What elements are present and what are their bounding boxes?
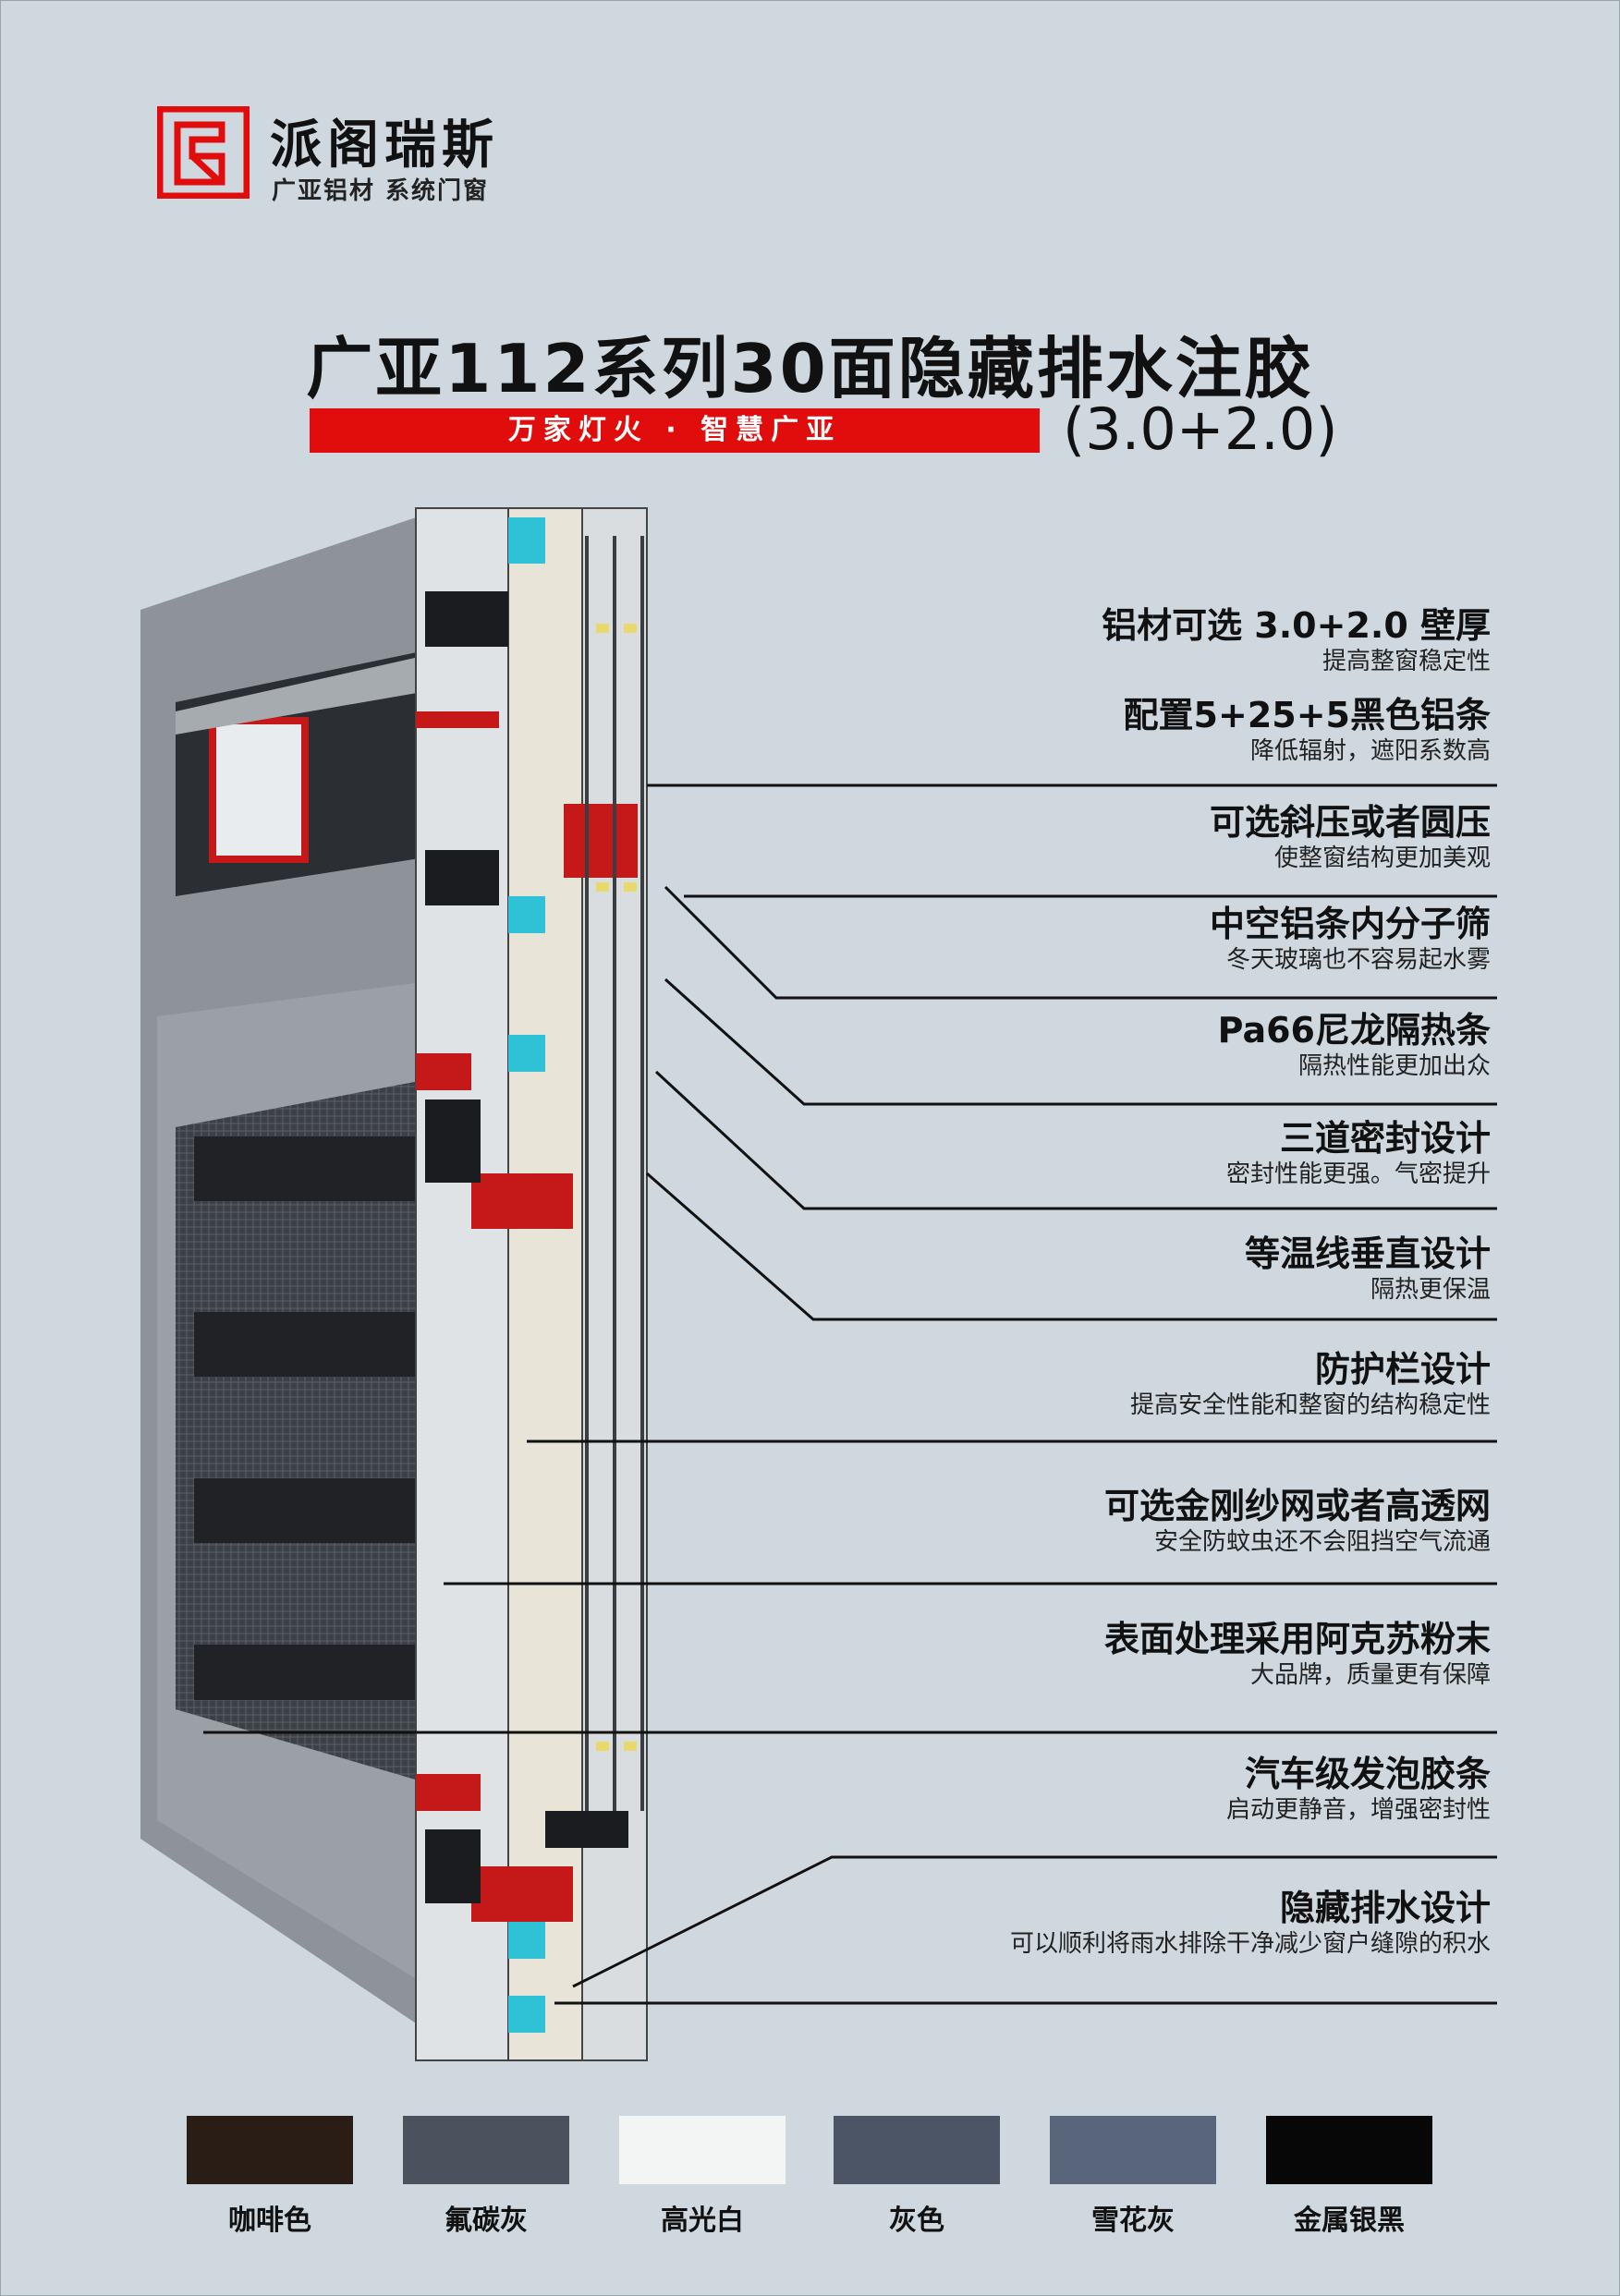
- swatch-chip: [403, 2116, 569, 2184]
- feature-title: 隐藏排水设计: [1279, 1888, 1491, 1928]
- feature-title: 汽车级发泡胶条: [1244, 1754, 1491, 1794]
- feature-title: 铝材可选 3.0+2.0 壁厚: [1102, 605, 1491, 646]
- brand-tagline: 广亚铝材 系统门窗: [272, 177, 490, 205]
- swatch-gray: 灰色: [834, 2116, 1000, 2238]
- feature-hidden-drainage: 隐藏排水设计 可以顺利将雨水排除干净减少窗户缝隙的积水: [1010, 1888, 1491, 1960]
- brand-logo-icon: [157, 106, 250, 199]
- feature-isotherm: 等温线垂直设计 隔热更保温: [1245, 1233, 1491, 1306]
- color-swatches: 咖啡色 氟碳灰 高光白 灰色 雪花灰 金属银黑: [0, 2116, 1620, 2264]
- feature-powder-coating: 表面处理采用阿克苏粉末 大品牌，质量更有保障: [1104, 1619, 1491, 1691]
- feature-title: 可选斜压或者圆压: [1209, 802, 1491, 843]
- feature-subtitle: 隔热性能更加出众: [1297, 1052, 1491, 1080]
- slogan-bar: [310, 408, 1040, 453]
- wall-thickness-spec: (3.0+2.0): [1063, 395, 1338, 463]
- swatch-metallic-black: 金属银黑: [1266, 2116, 1432, 2238]
- screen-mesh: [176, 1076, 444, 1788]
- feature-triple-seal: 三道密封设计 密封性能更强。气密提升: [1226, 1118, 1491, 1190]
- feature-thermal-break: Pa66尼龙隔热条 隔热性能更加出众: [1218, 1010, 1491, 1082]
- feature-subtitle: 隔热更保温: [1370, 1276, 1491, 1304]
- feature-subtitle: 安全防蚊虫还不会阻挡空气流通: [1153, 1528, 1491, 1556]
- swatch-chip: [187, 2116, 353, 2184]
- feature-subtitle: 密封性能更强。气密提升: [1225, 1160, 1491, 1188]
- brand-name: 派阁瑞斯: [270, 115, 499, 176]
- swatch-label: 氟碳灰: [445, 2205, 528, 2237]
- feature-title: 等温线垂直设计: [1244, 1233, 1491, 1274]
- feature-guard-rail: 防护栏设计 提高安全性能和整窗的结构稳定性: [1130, 1349, 1491, 1421]
- feature-title: 中空铝条内分子筛: [1209, 904, 1491, 944]
- swatch-chip: [834, 2116, 1000, 2184]
- swatch-label: 咖啡色: [228, 2205, 311, 2237]
- swatch-label: 雪花灰: [1091, 2205, 1175, 2237]
- feature-molecular-sieve: 中空铝条内分子筛 冬天玻璃也不容易起水雾: [1210, 904, 1491, 976]
- swatch-coffee: 咖啡色: [187, 2116, 353, 2238]
- feature-subtitle: 提高安全性能和整窗的结构稳定性: [1129, 1391, 1491, 1419]
- feature-title: Pa66尼龙隔热条: [1217, 1010, 1491, 1051]
- swatch-label: 金属银黑: [1294, 2205, 1405, 2237]
- feature-title: 三道密封设计: [1279, 1118, 1491, 1159]
- feature-glazing-bead: 可选斜压或者圆压 使整窗结构更加美观: [1210, 802, 1491, 874]
- slogan-text: 万家灯火 · 智慧广亚: [507, 414, 842, 446]
- feature-title: 配置5+25+5黑色铝条: [1123, 695, 1491, 735]
- feature-spacer: 配置5+25+5黑色铝条 降低辐射，遮阳系数高: [1124, 695, 1491, 767]
- feature-subtitle: 使整窗结构更加美观: [1273, 844, 1491, 872]
- feature-foam-gasket: 汽车级发泡胶条 启动更静音，增强密封性: [1226, 1754, 1491, 1826]
- feature-screen: 可选金刚纱网或者高透网 安全防蚊虫还不会阻挡空气流通: [1104, 1486, 1491, 1558]
- feature-subtitle: 提高整窗稳定性: [1322, 648, 1491, 675]
- swatch-fluorocarbon-gray: 氟碳灰: [403, 2116, 569, 2238]
- swatch-chip: [619, 2116, 786, 2184]
- swatch-label: 高光白: [661, 2205, 744, 2237]
- page-title: 广亚112系列30面隐藏排水注胶: [306, 330, 1314, 407]
- swatch-snow-gray: 雪花灰: [1050, 2116, 1216, 2238]
- feature-wall-thickness: 铝材可选 3.0+2.0 壁厚 提高整窗稳定性: [1102, 605, 1491, 677]
- swatch-chip: [1050, 2116, 1216, 2184]
- feature-title: 表面处理采用阿克苏粉末: [1103, 1619, 1491, 1659]
- feature-subtitle: 大品牌，质量更有保障: [1249, 1661, 1491, 1689]
- feature-subtitle: 降低辐射，遮阳系数高: [1249, 737, 1491, 765]
- swatch-chip: [1266, 2116, 1432, 2184]
- swatch-label: 灰色: [889, 2205, 944, 2237]
- feature-title: 可选金刚纱网或者高透网: [1103, 1486, 1491, 1526]
- window-cross-section-illustration: [140, 507, 648, 2061]
- feature-subtitle: 冬天玻璃也不容易起水雾: [1225, 946, 1491, 974]
- swatch-gloss-white: 高光白: [619, 2116, 786, 2238]
- feature-subtitle: 启动更静音，增强密封性: [1225, 1796, 1491, 1824]
- feature-subtitle: 可以顺利将雨水排除干净减少窗户缝隙的积水: [1009, 1930, 1491, 1958]
- feature-title: 防护栏设计: [1314, 1349, 1491, 1390]
